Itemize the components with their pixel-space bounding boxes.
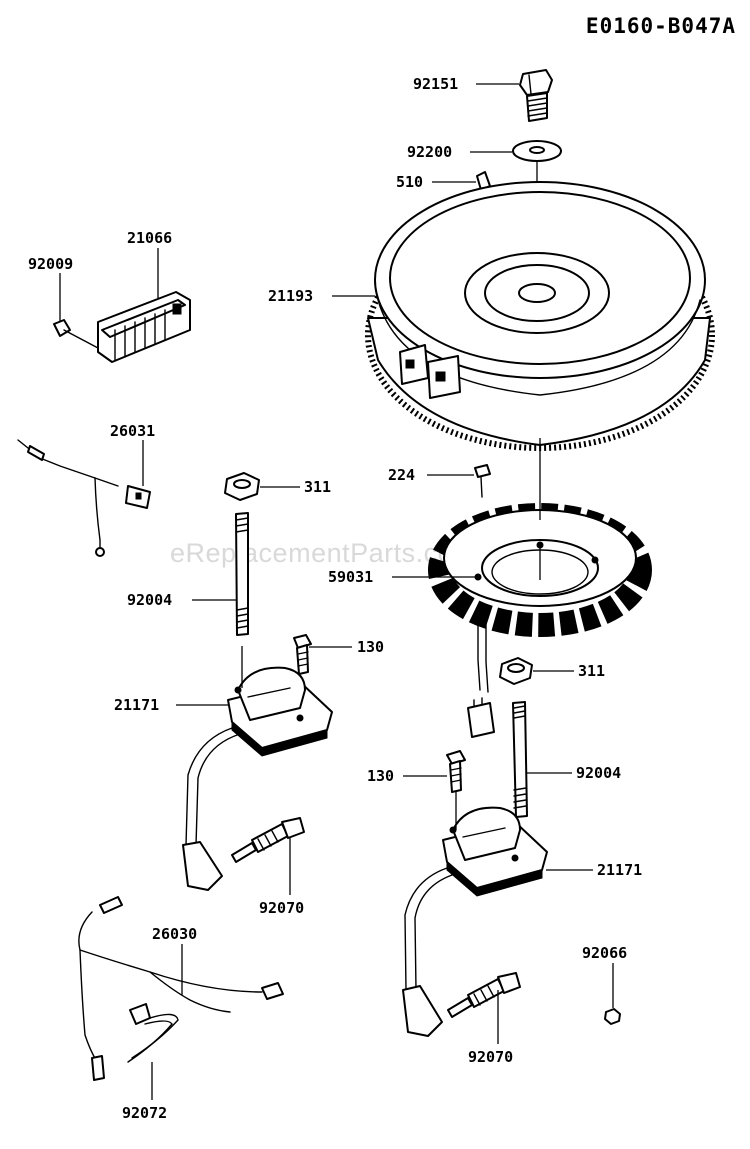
label-washer[interactable]: 92200 — [407, 143, 452, 161]
spark-plug-left[interactable] — [231, 817, 305, 863]
nut-small[interactable] — [604, 1008, 621, 1025]
label-coil-right[interactable]: 21171 — [597, 861, 642, 879]
wire-harness[interactable] — [78, 896, 284, 1081]
leader-lines — [59, 83, 614, 1100]
stator-screw[interactable] — [474, 464, 491, 498]
bolt-left[interactable] — [293, 634, 312, 675]
label-regulator[interactable]: 21066 — [127, 229, 172, 247]
label-stator-screw[interactable]: 224 — [388, 466, 415, 484]
stator-connector[interactable] — [467, 609, 495, 738]
nut-left[interactable] — [224, 472, 260, 501]
label-regulator-screw[interactable]: 92009 — [28, 255, 73, 273]
part-labels: 92151 92200 510 92009 21066 21193 26031 … — [28, 75, 642, 1122]
label-key[interactable]: 510 — [396, 173, 423, 191]
diagram-code: E0160-B047A — [585, 14, 736, 38]
nut-right[interactable] — [499, 657, 533, 685]
label-bolt-left[interactable]: 130 — [357, 638, 384, 656]
label-lead-harness[interactable]: 26031 — [110, 422, 155, 440]
label-flywheel[interactable]: 21193 — [268, 287, 313, 305]
label-nut-small[interactable]: 92066 — [582, 944, 627, 962]
bolt-right[interactable] — [446, 750, 466, 793]
washer[interactable] — [512, 140, 562, 162]
label-nut-left[interactable]: 311 — [304, 478, 331, 496]
stud-left[interactable] — [235, 512, 249, 636]
label-stud-left[interactable]: 92004 — [127, 591, 172, 609]
ignition-coil-right[interactable] — [402, 806, 548, 1037]
label-nut-right[interactable]: 311 — [578, 662, 605, 680]
label-clamp[interactable]: 92072 — [122, 1104, 167, 1122]
label-flywheel-bolt[interactable]: 92151 — [413, 75, 458, 93]
ignition-coil-left[interactable] — [182, 666, 333, 891]
label-stud-right[interactable]: 92004 — [576, 764, 621, 782]
clamp[interactable] — [127, 1003, 179, 1063]
stud-right[interactable] — [512, 701, 528, 818]
lead-harness[interactable] — [17, 439, 151, 557]
label-harness[interactable]: 26030 — [152, 925, 197, 943]
flywheel-bolt[interactable] — [519, 69, 553, 122]
label-coil-left[interactable]: 21171 — [114, 696, 159, 714]
regulator[interactable] — [97, 291, 191, 363]
flywheel[interactable] — [365, 181, 715, 451]
spark-plug-right[interactable] — [447, 972, 521, 1018]
label-stator[interactable]: 59031 — [328, 568, 373, 586]
regulator-screw[interactable] — [53, 319, 99, 349]
watermark: eReplacementParts.com — [170, 538, 477, 568]
label-spark-plug-left[interactable]: 92070 — [259, 899, 304, 917]
label-spark-plug-right[interactable]: 92070 — [468, 1048, 513, 1066]
label-bolt-right[interactable]: 130 — [367, 767, 394, 785]
